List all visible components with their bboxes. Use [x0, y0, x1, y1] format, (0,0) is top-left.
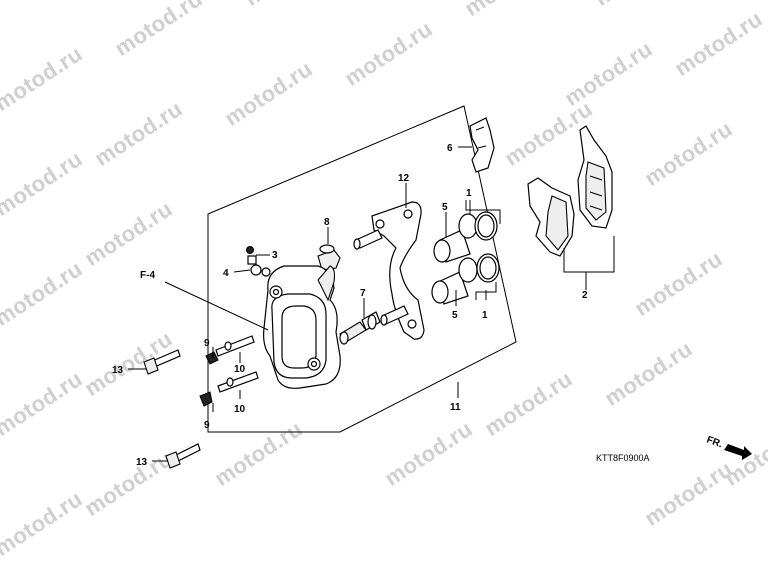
callout-1-lower: 1 [482, 310, 488, 321]
bleeder-valve [246, 246, 271, 277]
callout-8: 8 [324, 217, 330, 228]
callout-4: 4 [223, 268, 229, 279]
callout-10-upper: 10 [234, 364, 246, 375]
pin-bolt [339, 311, 381, 345]
callout-1-upper: 1 [466, 188, 472, 199]
front-arrow-label: FR. [705, 434, 724, 450]
piston-upper [433, 211, 498, 263]
mounting-bolt-lower [165, 443, 201, 469]
brake-pad-outer [577, 125, 613, 229]
callout-11: 11 [450, 402, 461, 413]
callout-7: 7 [360, 288, 366, 299]
pad-spring [469, 117, 495, 173]
callout-5-lower: 5 [452, 310, 458, 321]
caliper-body [263, 265, 341, 389]
diagram-code: KTT8F0900A [596, 453, 650, 463]
callout-3: 3 [272, 250, 278, 261]
callout-6: 6 [447, 143, 453, 154]
front-arrow-icon [724, 444, 752, 460]
callout-12: 12 [398, 173, 410, 184]
mounting-bolt-upper [143, 349, 181, 375]
piston-lower [431, 253, 500, 305]
reference-f4: F-4 [140, 270, 155, 281]
bolt-lower [199, 371, 259, 407]
callout-13-lower: 13 [136, 457, 148, 468]
callout-13-upper: 13 [112, 365, 124, 376]
callout-2: 2 [582, 290, 588, 301]
leader-lines [128, 146, 615, 462]
brake-pad-inner [527, 177, 575, 257]
bolt-upper [205, 335, 255, 365]
callout-5-upper: 5 [442, 202, 448, 213]
callout-9-upper: 9 [204, 338, 210, 349]
pin-boot [317, 244, 341, 271]
callout-9-lower: 9 [204, 420, 210, 431]
callout-10-lower: 10 [234, 404, 246, 415]
caliper-bracket [353, 201, 425, 340]
